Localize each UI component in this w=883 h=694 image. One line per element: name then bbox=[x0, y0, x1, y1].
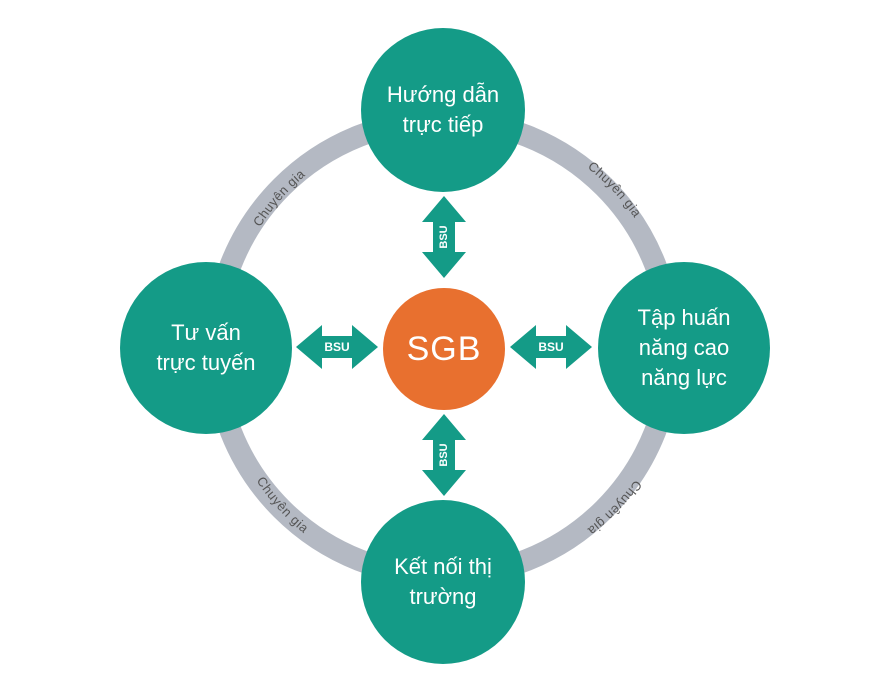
center-label: SGB bbox=[406, 329, 482, 368]
node-ket-noi-thi-truong: Kết nối thị trường bbox=[361, 500, 525, 664]
node-huong-dan-truc-tiep: Hướng dẫn trực tiếp bbox=[361, 28, 525, 192]
arrow-right bbox=[510, 325, 592, 369]
arrow-label-right: BSU bbox=[538, 340, 563, 354]
arrow-label-bottom: BSU bbox=[438, 443, 450, 466]
node-left-label: Tư vấn trực tuyến bbox=[156, 320, 256, 375]
node-sgb-center: SGB bbox=[383, 288, 505, 410]
arrow-label-left: BSU bbox=[324, 340, 349, 354]
arrow-top bbox=[422, 196, 466, 278]
node-top-label: Hướng dẫn trực tiếp bbox=[386, 82, 500, 137]
ring-label-bottom-left: Chuyên gia bbox=[254, 474, 312, 536]
node-bottom-label: Kết nối thị trường bbox=[394, 554, 492, 609]
arrow-label-top: BSU bbox=[438, 225, 450, 248]
arrow-bottom bbox=[422, 414, 466, 496]
node-tap-huan-nang-cao: Tập huấn năng cao năng lực bbox=[598, 262, 770, 434]
arrow-left bbox=[296, 325, 378, 369]
node-right-label: Tập huấn năng cao năng lực bbox=[637, 305, 731, 390]
node-tu-van-truc-tuyen: Tư vấn trực tuyến bbox=[120, 262, 292, 434]
